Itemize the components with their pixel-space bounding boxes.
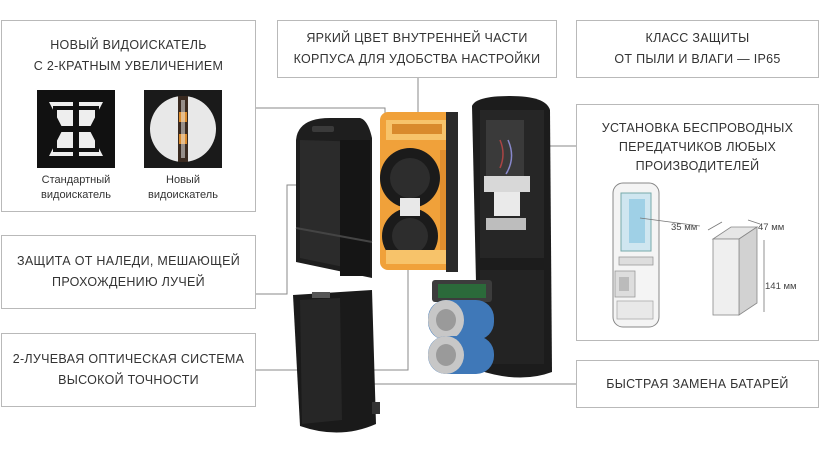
bright-color-line1: ЯРКИЙ ЦВЕТ ВНУТРЕННЕЙ ЧАСТИ <box>306 31 528 45</box>
inner-frame-panel <box>446 112 458 272</box>
protection-class-callout: КЛАСС ЗАЩИТЫ ОТ ПЫЛИ И ВЛАГИ — IP65 <box>576 20 819 78</box>
viewfinder-title-line1: НОВЫЙ ВИДОИСКАТЕЛЬ <box>50 38 207 52</box>
standard-viewfinder-caption-line1: Стандартный <box>41 174 111 186</box>
optical-system-callout: 2-ЛУЧЕВАЯ ОПТИЧЕСКАЯ СИСТЕМА ВЫСОКОЙ ТОЧ… <box>1 333 256 407</box>
transmitter-box-illustration <box>707 223 763 319</box>
dim-width-label: 35 мм <box>671 222 698 233</box>
ice-protection-callout: ЗАЩИТА ОТ НАЛЕДИ, МЕШАЮЩЕЙ ПРОХОЖДЕНИЮ Л… <box>1 235 256 309</box>
viewfinder-callout: НОВЫЙ ВИДОИСКАТЕЛЬ С 2-КРАТНЫМ УВЕЛИЧЕНИ… <box>1 20 256 212</box>
leader-lines <box>256 78 576 385</box>
optical-system-line1: 2-ЛУЧЕВАЯ ОПТИЧЕСКАЯ СИСТЕМА <box>12 352 245 366</box>
open-detector <box>472 96 552 378</box>
detector-upper-housing <box>295 118 373 278</box>
orange-inner-body <box>380 112 456 270</box>
dim-depth-label: 47 мм <box>758 222 785 233</box>
bright-color-callout: ЯРКИЙ ЦВЕТ ВНУТРЕННЕЙ ЧАСТИ КОРПУСА ДЛЯ … <box>277 20 557 78</box>
new-viewfinder-image <box>144 90 222 168</box>
new-viewfinder-caption-line2: видоискатель <box>148 189 218 201</box>
protection-class-line2: ОТ ПЫЛИ И ВЛАГИ — IP65 <box>614 52 781 66</box>
battery-callout: БЫСТРАЯ ЗАМЕНА БАТАРЕЙ <box>576 360 819 408</box>
device-with-transmitter-illustration <box>607 181 665 329</box>
wireless-callout: УСТАНОВКА БЕСПРОВОДНЫХ ПЕРЕДАТЧИКОВ ЛЮБЫ… <box>576 104 819 341</box>
viewfinder-title-line2: С 2-КРАТНЫМ УВЕЛИЧЕНИЕМ <box>33 59 224 73</box>
bright-color-line2: КОРПУСА ДЛЯ УДОБСТВА НАСТРОЙКИ <box>293 52 541 66</box>
protection-class-line1: КЛАСС ЗАЩИТЫ <box>645 31 750 45</box>
ice-protection-line1: ЗАЩИТА ОТ НАЛЕДИ, МЕШАЮЩЕЙ <box>16 254 241 268</box>
wireless-line3: ПРОИЗВОДИТЕЛЕЙ <box>635 159 760 173</box>
battery-line1: БЫСТРАЯ ЗАМЕНА БАТАРЕЙ <box>606 376 789 391</box>
ice-protection-line2: ПРОХОЖДЕНИЮ ЛУЧЕЙ <box>52 275 205 289</box>
optical-system-line2: ВЫСОКОЙ ТОЧНОСТИ <box>58 373 199 387</box>
dim-height-label: 141 мм <box>765 281 797 292</box>
standard-viewfinder-caption-line2: видоискатель <box>41 189 111 201</box>
wireless-line1: УСТАНОВКА БЕСПРОВОДНЫХ <box>601 121 794 135</box>
standard-viewfinder-image <box>37 90 115 168</box>
new-viewfinder-caption-line1: Новый <box>166 174 200 186</box>
wireless-line2: ПЕРЕДАТЧИКОВ ЛЮБЫХ <box>618 140 777 154</box>
battery-pack <box>428 280 494 374</box>
detector-lower-housing <box>293 290 380 433</box>
